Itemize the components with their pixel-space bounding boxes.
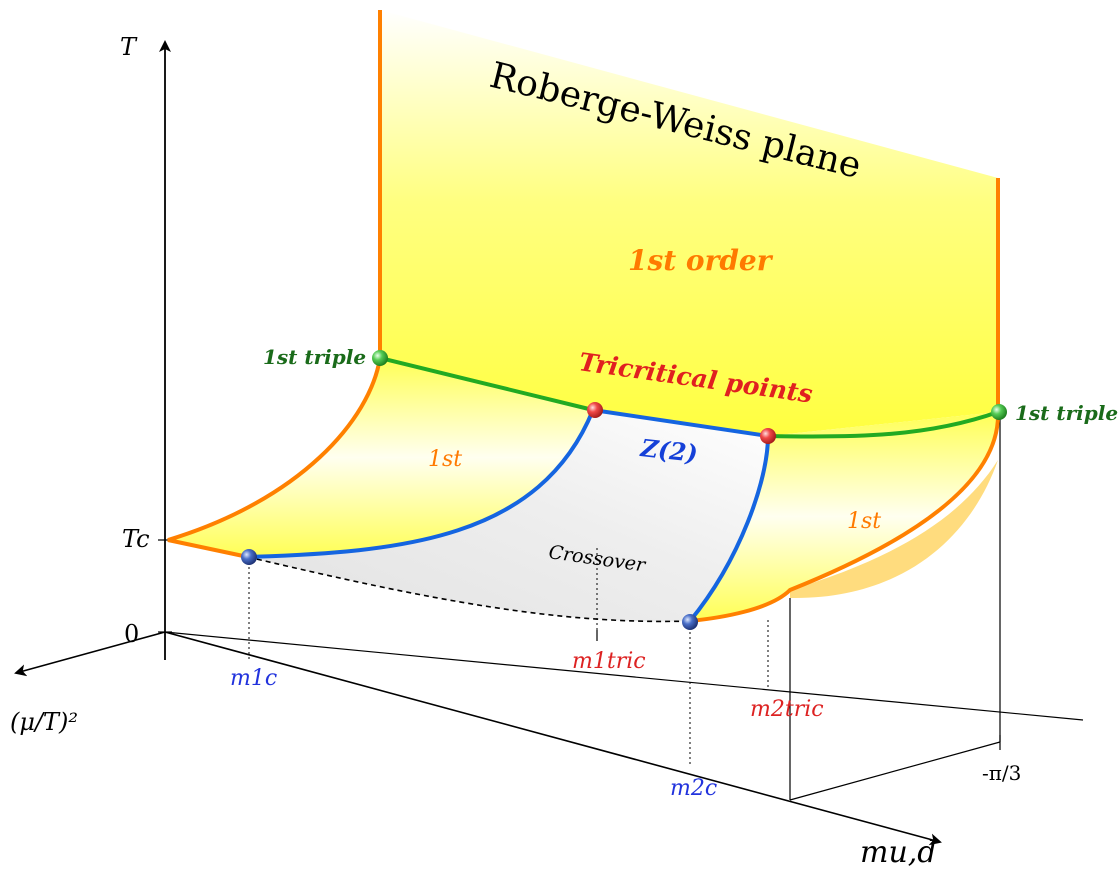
triple-label-right: 1st triple <box>1015 401 1118 425</box>
m2c-label: m2c <box>670 776 717 801</box>
triple-point-left <box>372 350 388 366</box>
triple-line-right <box>767 410 999 439</box>
z2-line-left <box>247 409 595 559</box>
m1tric-label: m1tric <box>572 649 646 674</box>
roberge-weiss-plane-surface <box>380 10 998 436</box>
m-axis <box>164 631 942 846</box>
triple-point-right <box>991 404 1007 420</box>
first-order-left-surface <box>168 358 593 557</box>
lower-shadow-surface <box>790 460 998 599</box>
z2-label: Z(2) <box>638 433 699 468</box>
t-axis-label: T <box>120 33 138 61</box>
region-label-right-first: 1st <box>847 509 881 534</box>
mu-axis <box>14 631 166 677</box>
baseline-floor <box>164 631 1084 721</box>
crossover-surface <box>248 410 768 622</box>
critical-point-m1c <box>241 549 257 565</box>
critical-point-m2c <box>682 614 698 630</box>
tricritical-point-2 <box>760 428 776 444</box>
tc-label: Tc <box>122 525 150 553</box>
minus-pi-over-3-label: -π/3 <box>982 761 1021 785</box>
crossover-floor-dashed <box>247 556 691 623</box>
triple-label-left: 1st triple <box>263 345 366 369</box>
m2tric-label: m2tric <box>750 697 824 722</box>
m-axis-label: mu,d <box>860 835 937 870</box>
left-first-order-line <box>167 357 382 559</box>
back-floor-edge <box>789 741 1001 801</box>
m1c-label: m1c <box>230 666 277 691</box>
z2-line-top <box>592 408 769 438</box>
z2-line-right <box>688 435 770 623</box>
region-label-left-first: 1st <box>428 447 462 472</box>
mu-axis-label: (μ/T)² <box>10 708 78 736</box>
zero-label: 0 <box>124 620 139 648</box>
tricritical-point-1 <box>587 402 603 418</box>
right-first-order-line <box>689 411 1001 623</box>
region-label-first-order: 1st order <box>628 244 774 277</box>
triple-line-left <box>379 356 594 412</box>
